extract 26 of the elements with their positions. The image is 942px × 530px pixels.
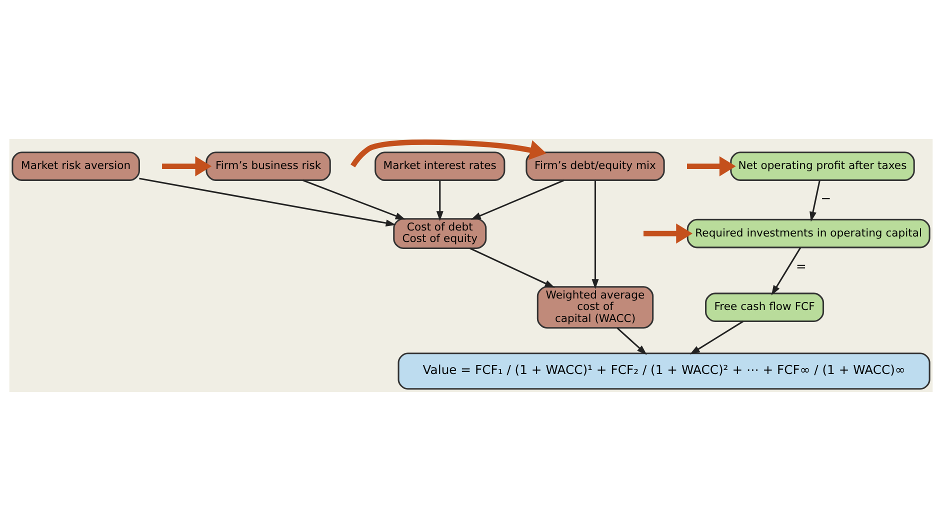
node-box: Firm’s debt/equity mix [526, 151, 665, 180]
arrow [644, 223, 693, 244]
node-box: Free cash flow FCF [705, 292, 824, 322]
arrow [592, 180, 599, 289]
arrow [436, 180, 444, 221]
node-box: Market interest rates [374, 151, 506, 180]
arrow [350, 139, 546, 167]
edge-label: − [820, 190, 832, 205]
node-box: Firm’s business risk [206, 151, 331, 180]
arrow [616, 327, 647, 354]
arrow [810, 180, 820, 222]
node-box: Value = FCF₁ / (1 + WACC)¹ + FCF₂ / (1 + WACC)² + ⋯ + FCF∞ / (1 + WACC)∞ [398, 352, 930, 390]
edge-label: = [796, 258, 806, 273]
node-box: Market risk aversion [12, 151, 140, 180]
node-box: Weighted average cost of capital (WACC) [536, 286, 654, 328]
arrow [139, 177, 396, 226]
arrow [690, 320, 744, 354]
node-box: Cost of debt Cost of equity [393, 218, 487, 248]
arrow [771, 246, 802, 295]
node-box: Net operating profit after taxes [730, 151, 915, 180]
arrow [687, 156, 736, 176]
node-box: Required investments in operating capital [686, 218, 930, 248]
arrow [302, 179, 406, 220]
arrow [162, 156, 212, 176]
arrow [470, 247, 555, 288]
arrow [470, 179, 564, 220]
